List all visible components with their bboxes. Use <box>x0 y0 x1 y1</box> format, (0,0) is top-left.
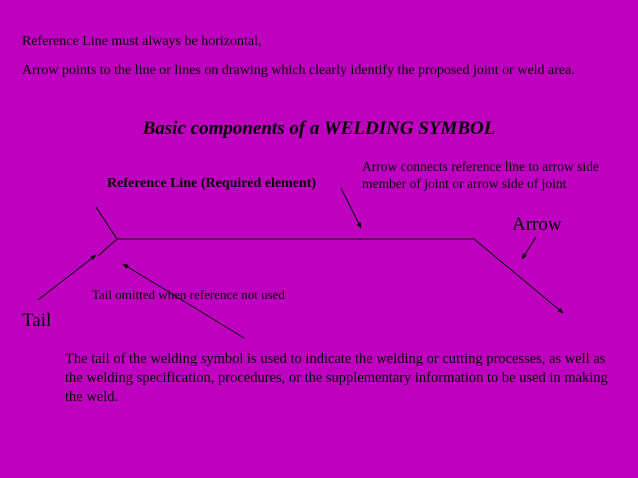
tail-omitted-note: Tail omitted when reference not used <box>92 287 285 302</box>
reference-pointer <box>340 187 362 229</box>
arrow-points-note: Arrow points to the line or lines on dra… <box>22 63 575 78</box>
arrow-label: Arrow <box>512 214 562 235</box>
arrow-line <box>473 238 564 314</box>
arrow-pointer <box>521 236 537 260</box>
tail-lower-stroke <box>97 238 118 257</box>
tail-description: The tail of the welding symbol is used t… <box>65 351 608 405</box>
tail-upper-stroke <box>95 206 118 240</box>
slide-title: Basic components of a WELDING SYMBOL <box>142 118 496 139</box>
tail-label: Tail <box>22 310 52 331</box>
horizontal-note: Reference Line must always be horizontal… <box>22 34 262 49</box>
reference-line-label: Reference Line (Required element) <box>107 176 317 191</box>
tail-description-pointer <box>122 263 245 339</box>
tail-pointer <box>37 254 97 301</box>
arrow-connects-note: Arrow connects reference line to arrow s… <box>362 159 599 191</box>
